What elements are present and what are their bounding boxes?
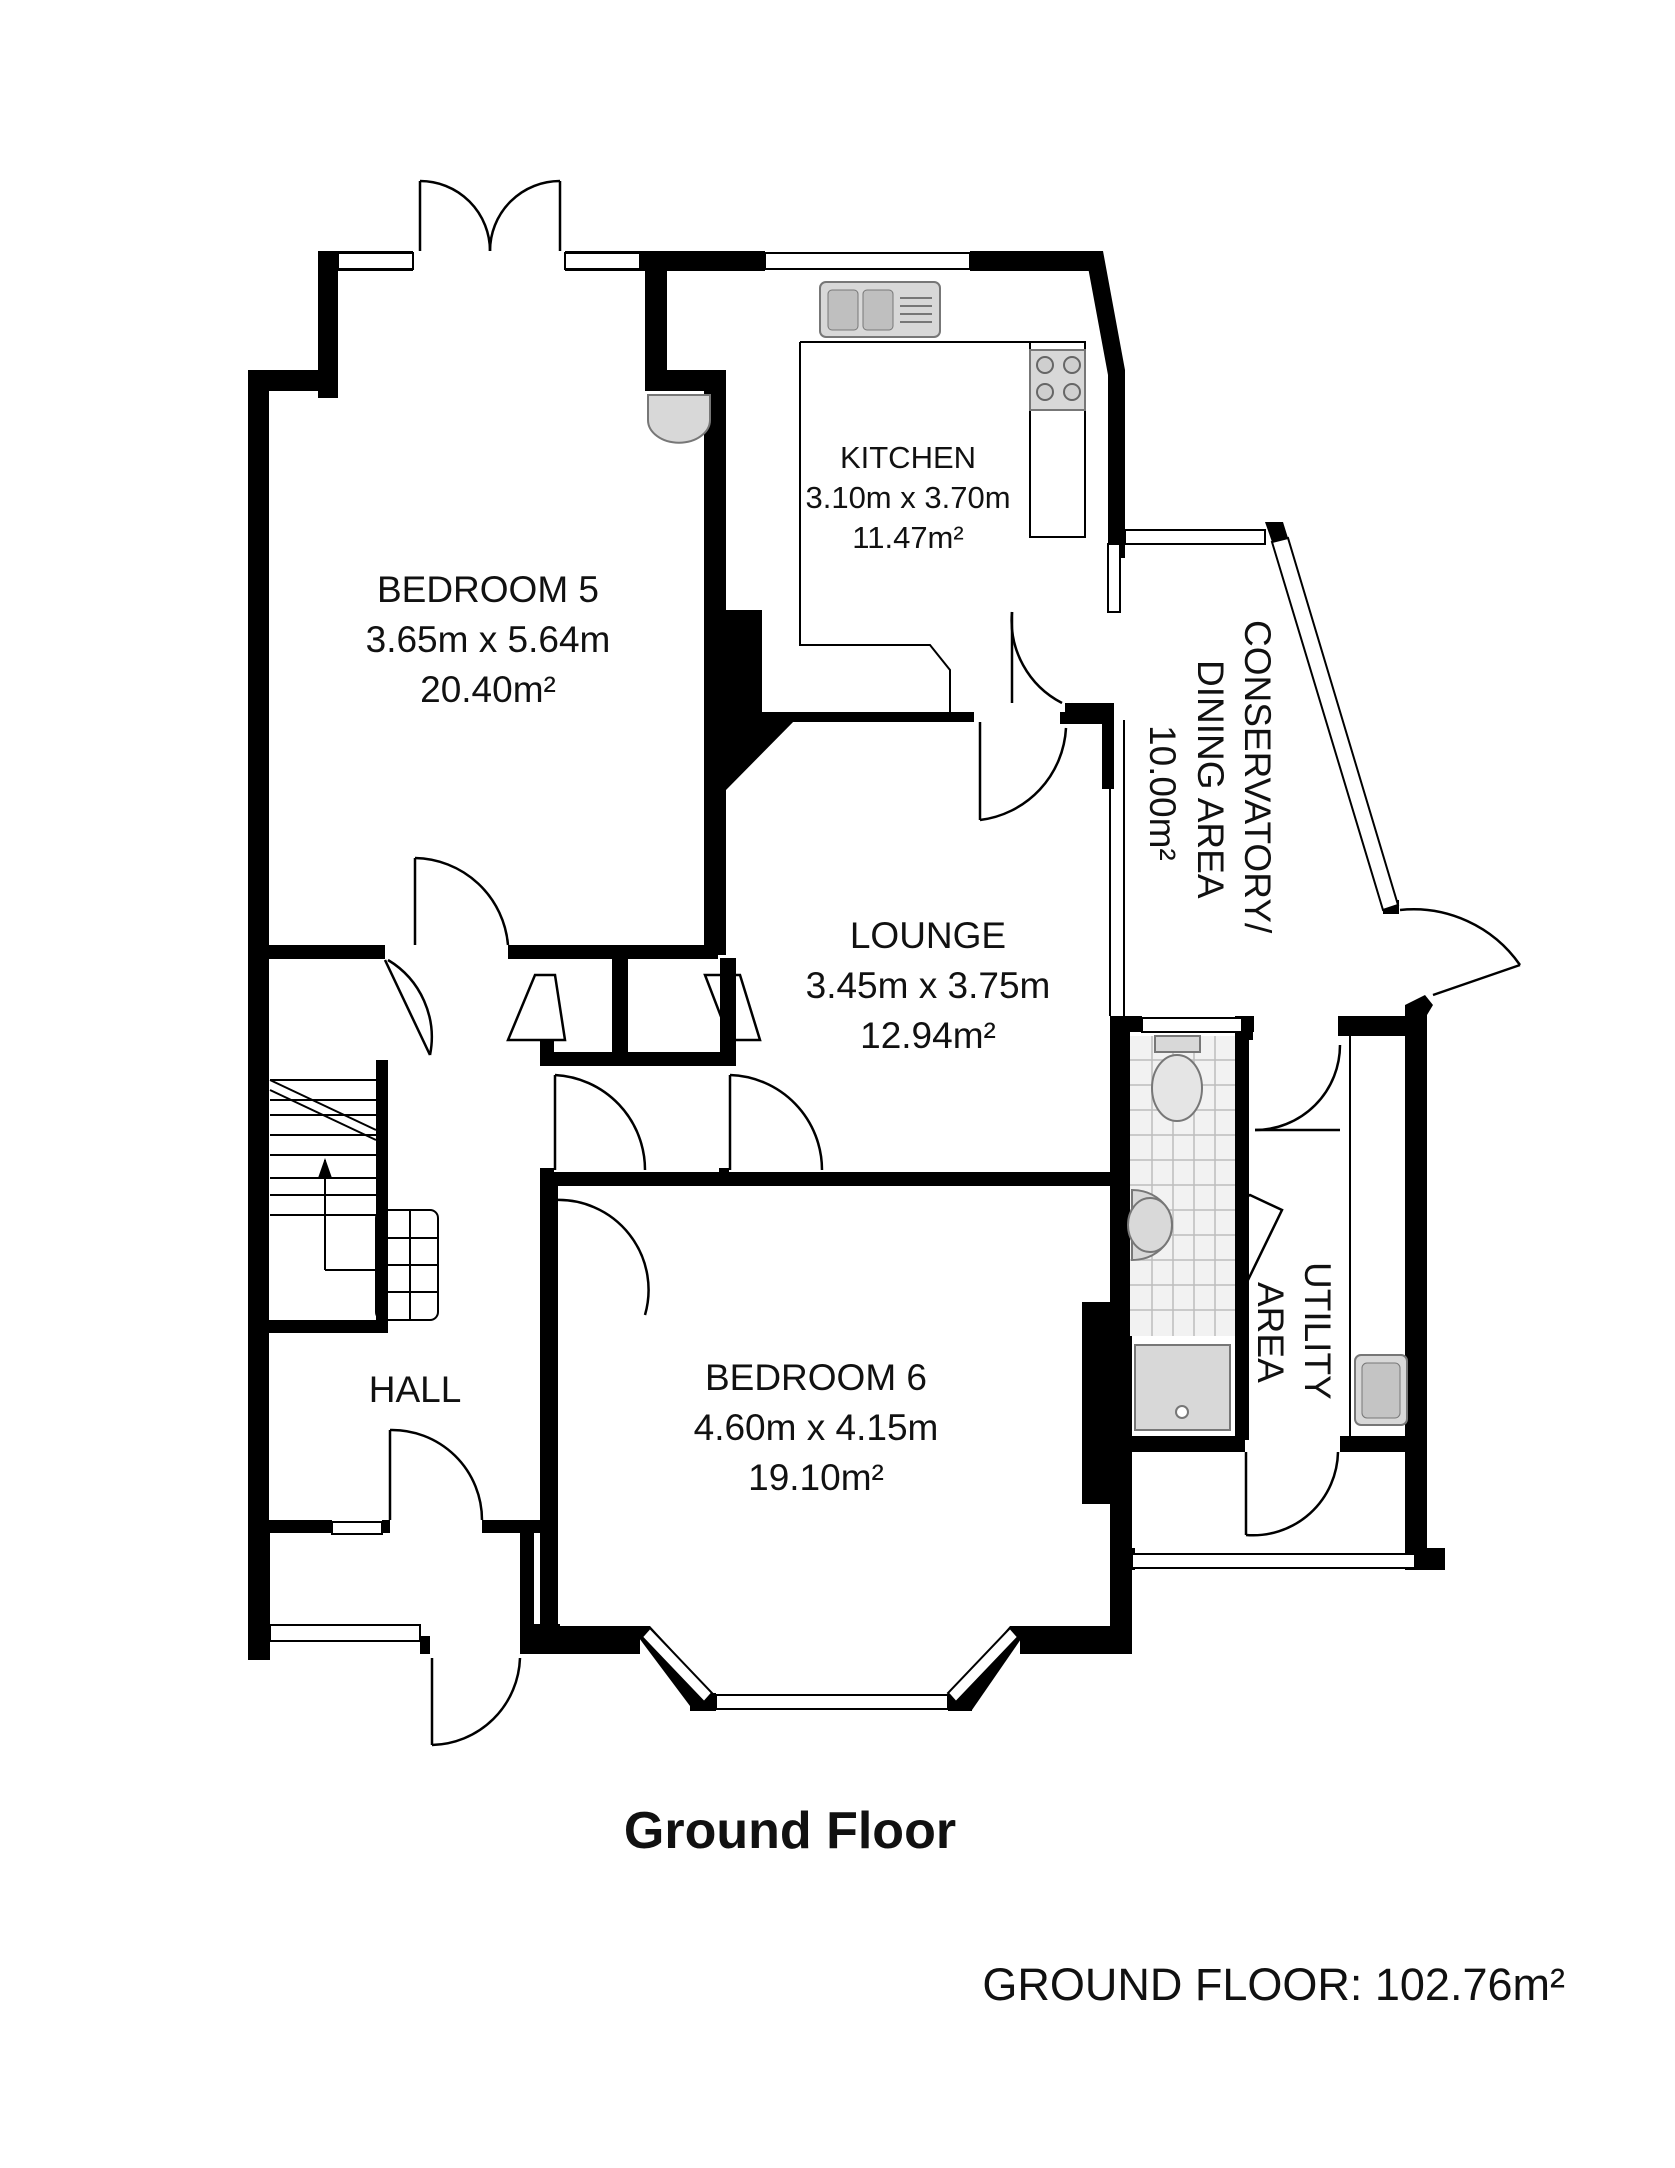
windows	[269, 252, 1416, 1710]
utility-sink-icon	[1354, 1354, 1408, 1426]
hall-name: HALL	[369, 1369, 462, 1410]
bedroom6-dims: 4.60m x 4.15m	[694, 1407, 939, 1448]
toilet-icon	[1151, 1035, 1203, 1122]
plan-caption: Ground Floor	[624, 1802, 956, 1860]
total-area: GROUND FLOOR: 102.76m²	[982, 1959, 1565, 2010]
sink-icon	[819, 281, 941, 338]
lounge-area: 12.94m²	[860, 1015, 996, 1056]
conservatory-line2: DINING AREA	[1190, 660, 1231, 899]
hob-icon	[1029, 349, 1086, 411]
bathroom-basin-icon	[1127, 1188, 1173, 1262]
fixtures	[647, 281, 1408, 1431]
bedroom6-name: BEDROOM 6	[705, 1357, 927, 1398]
washbasin-icon	[647, 394, 711, 444]
kitchen-name: KITCHEN	[840, 440, 976, 475]
bedroom5-name: BEDROOM 5	[377, 569, 599, 610]
conservatory-area: 10.00m²	[1142, 725, 1183, 861]
bedroom5-area: 20.40m²	[420, 669, 556, 710]
shower-icon	[1134, 1344, 1231, 1431]
walls	[248, 251, 1445, 1711]
conservatory-line1: CONSERVATORY/	[1237, 620, 1278, 934]
utility-line1: UTILITY	[1297, 1262, 1338, 1400]
stairs	[269, 1079, 439, 1321]
bedroom5-dims: 3.65m x 5.64m	[366, 619, 611, 660]
bedroom6-area: 19.10m²	[748, 1457, 884, 1498]
kitchen-area: 11.47m²	[852, 520, 963, 555]
doors	[383, 179, 1522, 1747]
room-labels: BEDROOM 5 3.65m x 5.64m 20.40m² KITCHEN …	[366, 440, 1338, 1498]
interior-lines	[269, 341, 1351, 1436]
lounge-dims: 3.45m x 3.75m	[806, 965, 1051, 1006]
utility-line2: AREA	[1250, 1282, 1291, 1383]
lounge-name: LOUNGE	[850, 915, 1006, 956]
kitchen-dims: 3.10m x 3.70m	[805, 480, 1010, 515]
